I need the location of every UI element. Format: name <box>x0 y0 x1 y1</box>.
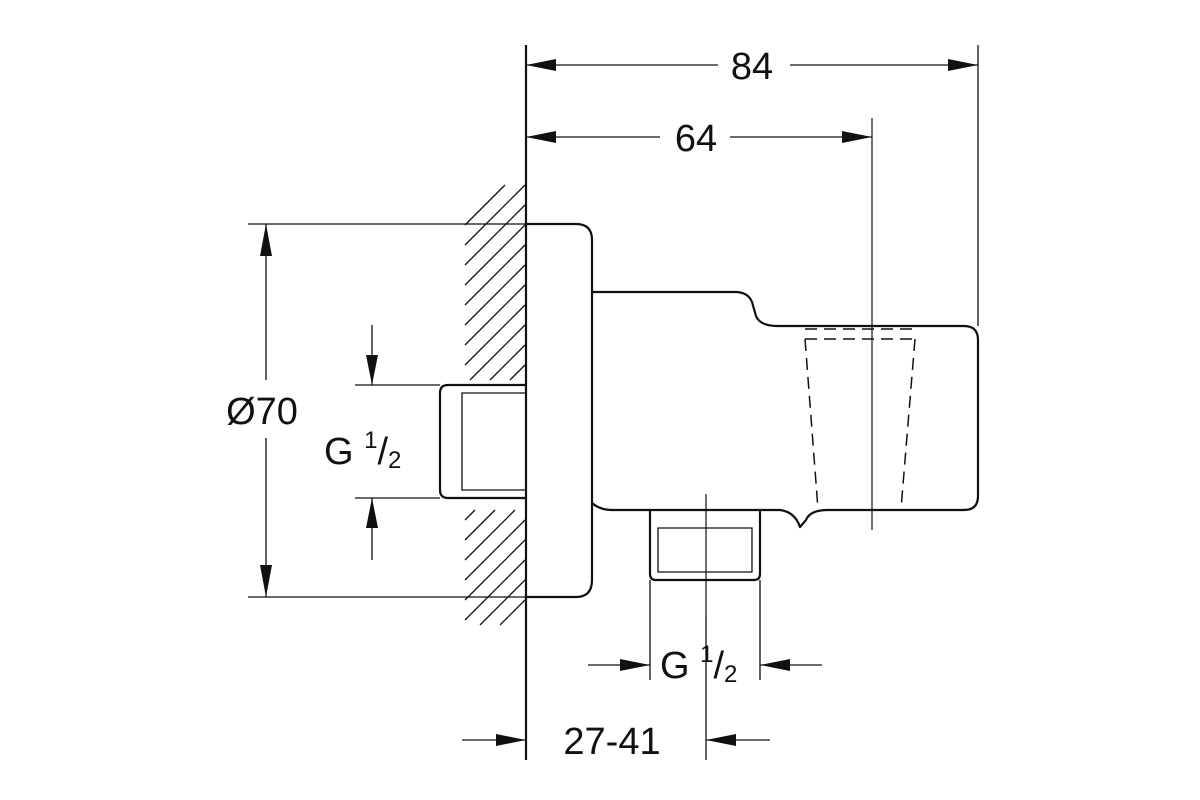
dimension-wall-range: 27-41 <box>462 721 770 763</box>
outlet-thread-label: G 1/2 <box>660 641 737 688</box>
dimension-diameter: Ø70 <box>226 224 298 597</box>
inlet-thread-label: G 1/2 <box>324 427 401 474</box>
dimension-84-label: 84 <box>731 46 773 88</box>
inlet-thread-line <box>461 392 526 491</box>
dimension-inlet-thread: G 1/2 <box>324 325 401 560</box>
inlet-nipple <box>438 383 526 500</box>
dimension-wall-range-label: 27-41 <box>563 721 660 763</box>
outlet-thread-line <box>657 527 753 573</box>
dimension-64: 64 <box>526 118 872 160</box>
wall-flange <box>526 222 594 599</box>
hidden-holder-cone <box>804 328 916 510</box>
dimension-outlet-thread: G 1/2 <box>588 641 822 688</box>
dimension-diameter-label: Ø70 <box>226 391 298 433</box>
wall-hatching <box>464 184 526 626</box>
dimension-84: 84 <box>526 46 978 88</box>
outlet-nipple <box>648 510 762 582</box>
union-body <box>591 290 980 529</box>
dimension-64-label: 64 <box>675 118 717 160</box>
